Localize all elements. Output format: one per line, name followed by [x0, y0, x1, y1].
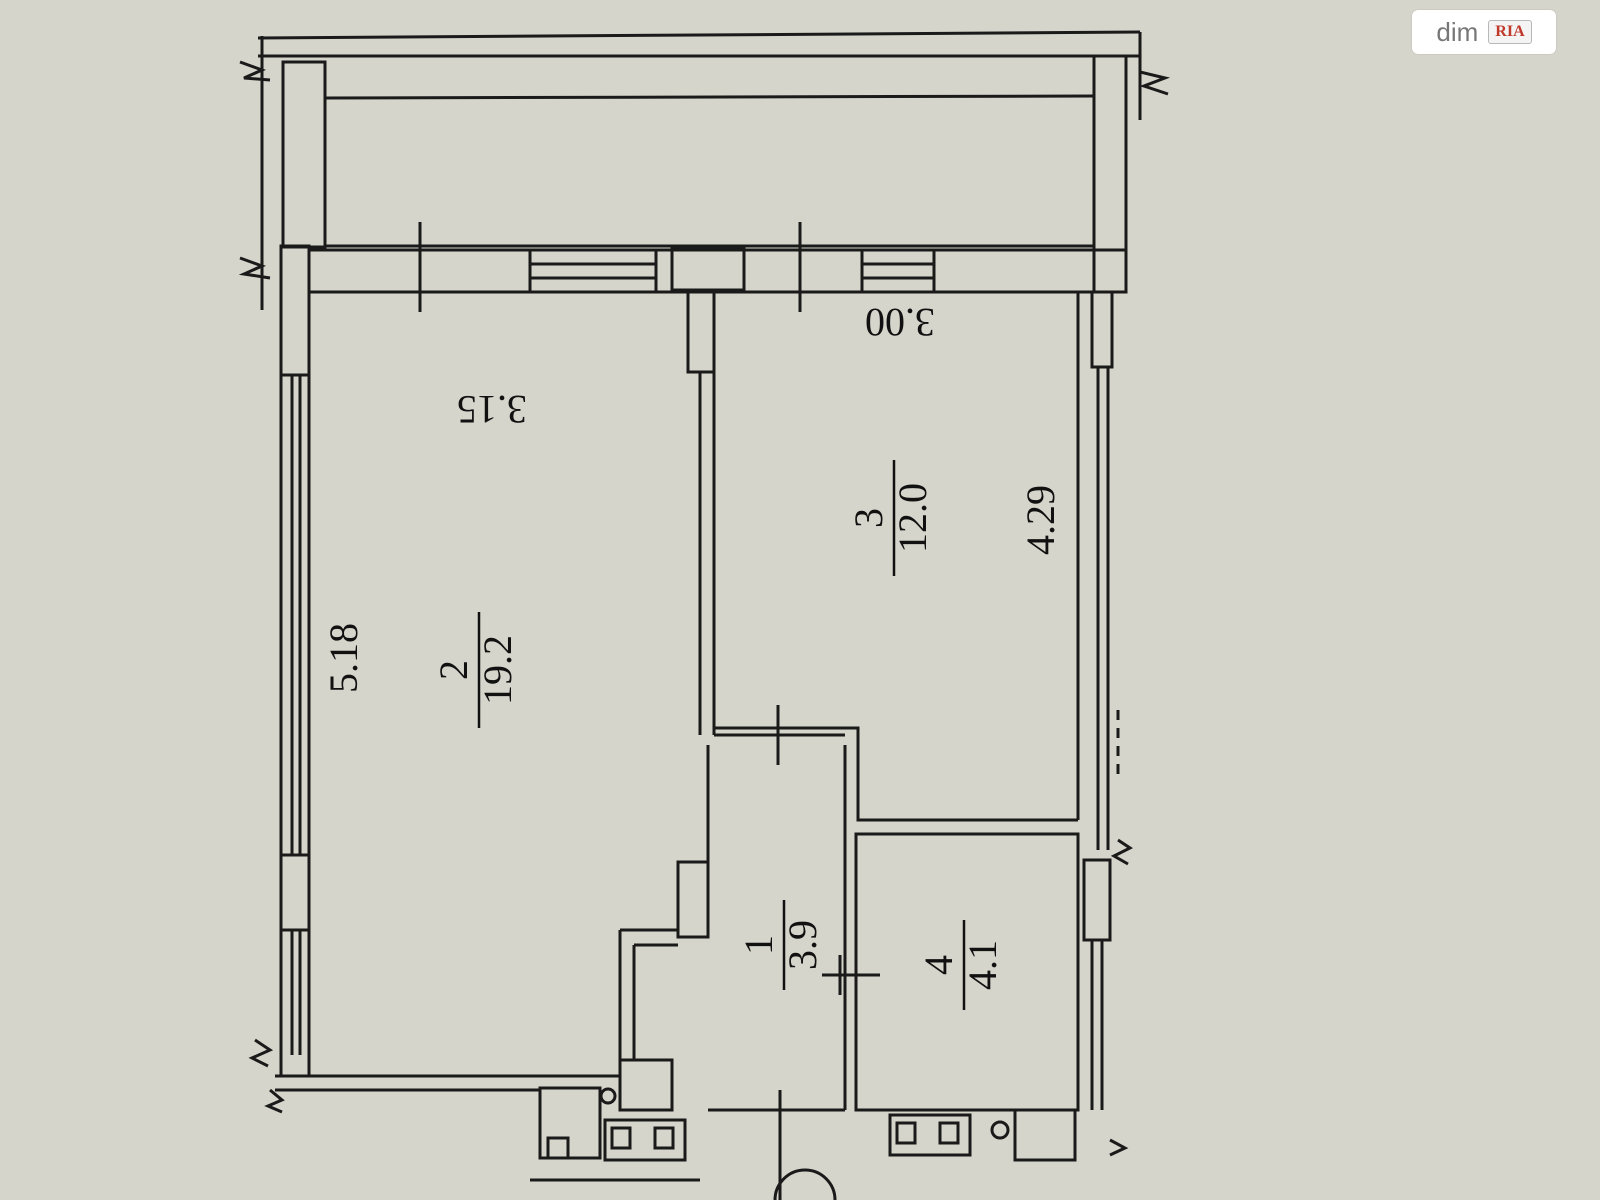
room-1-walls	[706, 745, 880, 1200]
watermark-brand: dim	[1436, 16, 1479, 47]
room-1-number: 1	[736, 935, 781, 955]
room-2-number: 2	[431, 660, 476, 680]
room-1-label: 1 3.9	[736, 900, 825, 990]
room-2-area: 19.2	[475, 635, 520, 705]
room-3-walls	[714, 290, 1133, 866]
room-4-walls	[854, 832, 1112, 1112]
room-3-label: 3 12.0	[846, 460, 935, 576]
room-2-walls	[307, 290, 716, 1078]
room-4-label: 4 4.1	[916, 920, 1005, 1010]
room-3-number: 3	[846, 508, 891, 528]
room-2-label: 2 19.2	[431, 612, 520, 728]
room-2-top-dimension: 3.15	[457, 387, 527, 432]
room-1-area: 3.9	[780, 920, 825, 970]
balcony-wall	[309, 222, 1125, 312]
watermark-badge: RIA	[1488, 20, 1532, 44]
utility-block	[530, 1058, 1129, 1200]
dimension-labels: 3.15 5.18 3.00 4.29	[321, 300, 1063, 693]
room-3-area: 12.0	[890, 483, 935, 553]
room-4-number: 4	[916, 955, 961, 975]
room-4-area: 4.1	[960, 940, 1005, 990]
room-2-side-dimension: 5.18	[321, 623, 366, 693]
room-labels: 2 19.2 3 12.0 1 3.9 4 4.1	[431, 460, 1005, 1010]
dim-ria-watermark: dim RIA	[1412, 10, 1556, 54]
room-3-side-dimension: 4.29	[1018, 485, 1063, 555]
balcony	[238, 30, 1171, 310]
room-3-top-dimension: 3.00	[865, 300, 935, 345]
